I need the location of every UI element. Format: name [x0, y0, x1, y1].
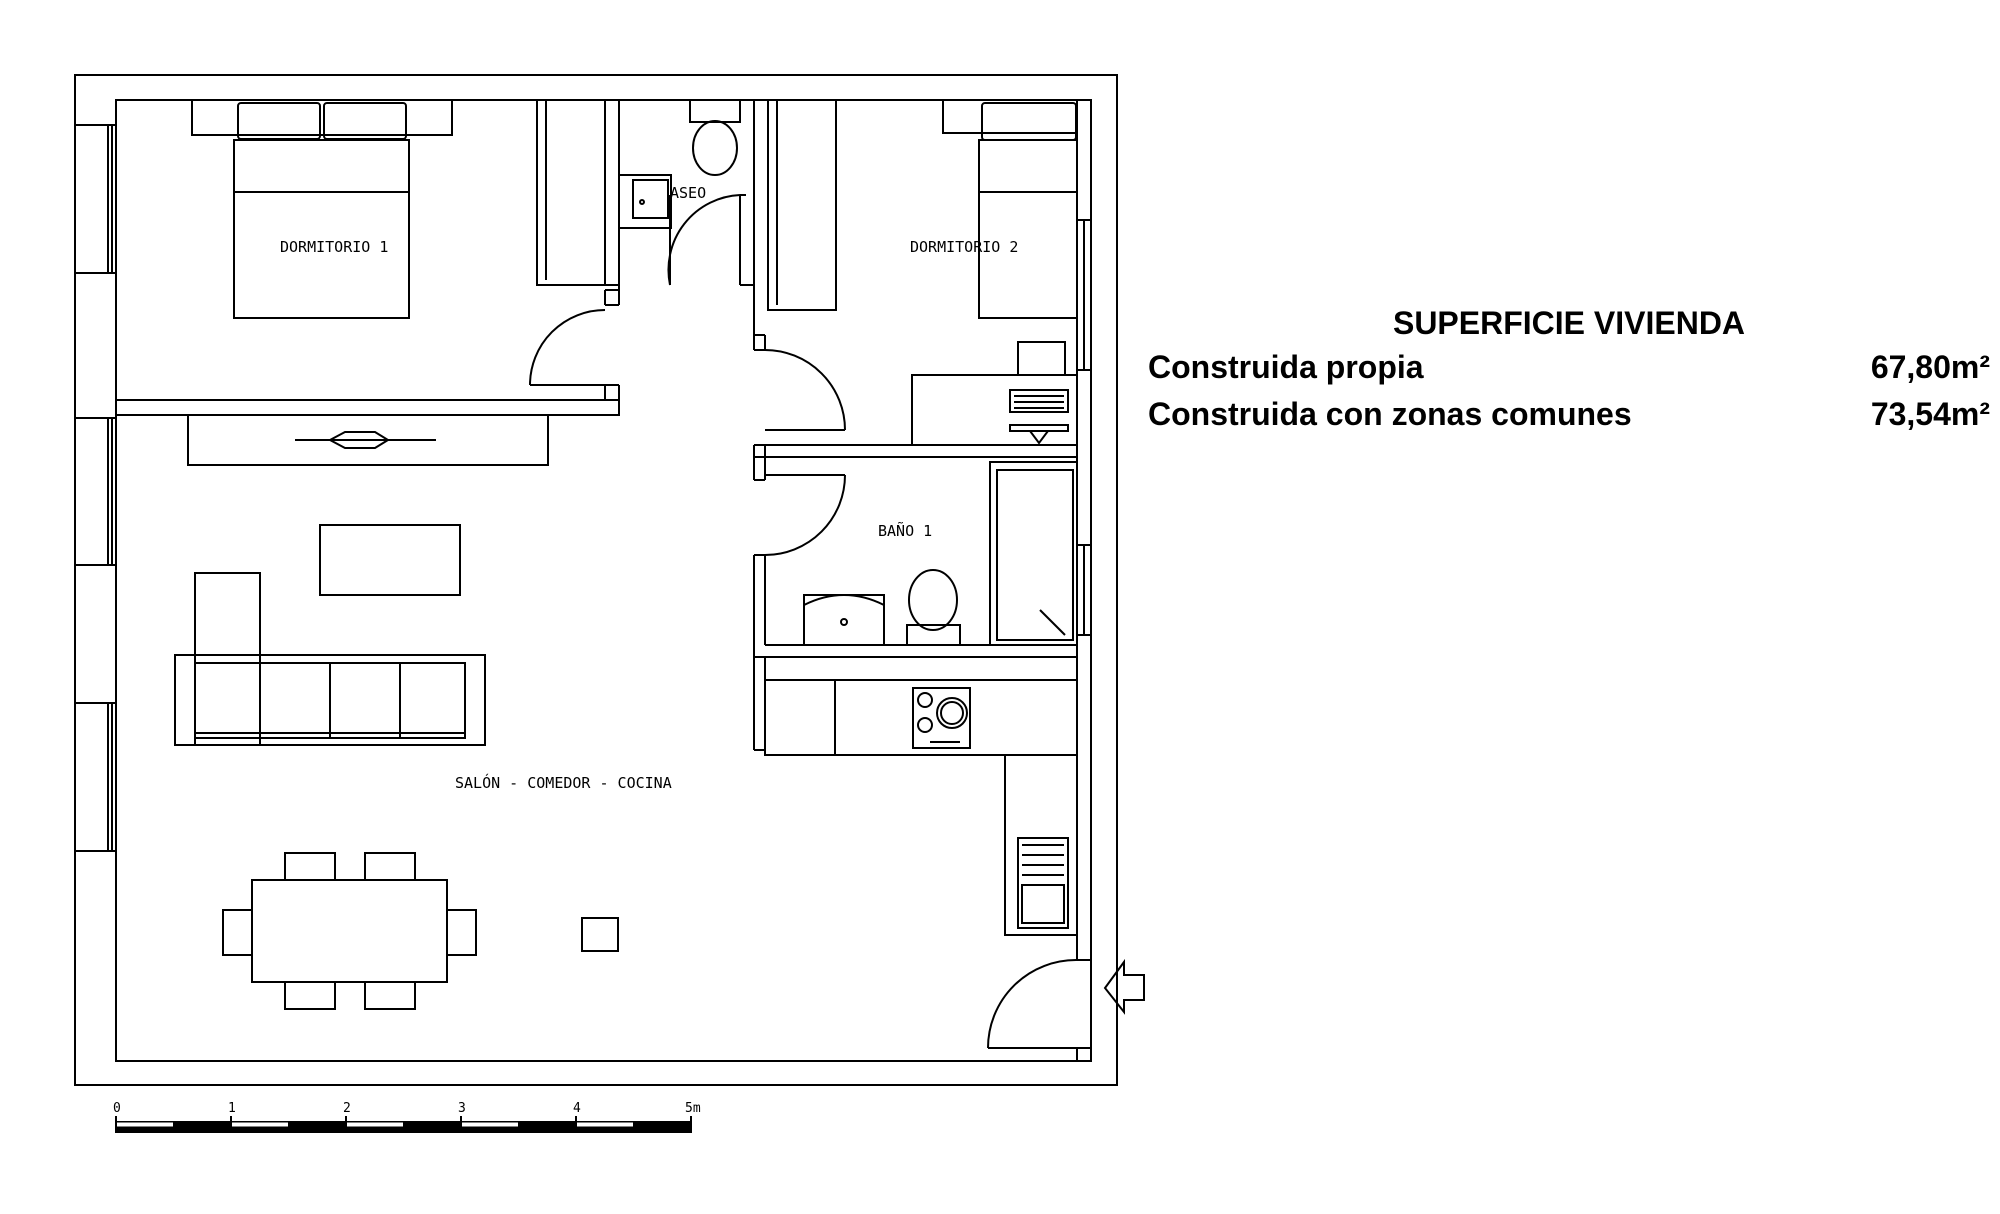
dining-table	[222, 852, 477, 1010]
scale-tick-label: 1	[228, 1101, 236, 1116]
scale-tick-label: 4	[573, 1101, 581, 1116]
tv-unit	[187, 414, 549, 466]
desk-dorm2	[911, 341, 1078, 446]
wardrobe-dorm2	[767, 99, 837, 311]
room-label-aseo: ASEO	[670, 184, 706, 202]
room-label-bano1: BAÑO 1	[878, 521, 932, 540]
scale-segment	[518, 1121, 577, 1128]
scale-segment	[633, 1121, 692, 1128]
scale-tick-label: 3	[458, 1101, 466, 1116]
scale-segment	[575, 1121, 634, 1128]
area-panel: SUPERFICIE VIVIENDA Construida propia 67…	[1148, 302, 1990, 438]
aseo-toilet	[689, 99, 741, 176]
scale-segment	[288, 1121, 347, 1128]
right-windows	[1076, 219, 1092, 636]
double-bed	[191, 99, 453, 319]
left-windows	[74, 124, 117, 852]
room-label-dormitorio1: DORMITORIO 1	[280, 238, 388, 256]
shower-tray	[989, 461, 1078, 646]
scale-tick-label: 2	[343, 1101, 351, 1116]
single-bed	[942, 99, 1078, 319]
sofa	[174, 572, 486, 746]
area-value: 67,80m²	[1870, 349, 1990, 385]
area-row-propia: Construida propia 67,80m²	[1148, 344, 1990, 391]
room-label-salon: SALÓN - COMEDOR - COCINA	[455, 773, 672, 792]
scale-segment	[115, 1121, 174, 1128]
kitchen-counter	[764, 679, 1078, 936]
area-value: 73,54m²	[1870, 396, 1990, 432]
outer-walls	[74, 74, 1118, 1086]
scale-segment	[460, 1121, 519, 1128]
small-table	[581, 917, 619, 952]
coffee-table	[319, 524, 461, 596]
bath-toilet	[906, 569, 961, 646]
room-label-dormitorio2: DORMITORIO 2	[910, 238, 1018, 256]
bath-sink	[803, 594, 885, 646]
aseo-sink	[618, 174, 672, 229]
area-label: Construida con zonas comunes	[1148, 396, 1632, 432]
scale-tick-label: 5m	[685, 1101, 701, 1116]
scale-segment	[230, 1121, 289, 1128]
wardrobe-dorm1	[536, 99, 606, 286]
scale-tick-label: 0	[113, 1101, 121, 1116]
scale-segment	[173, 1121, 232, 1128]
scale-segment	[403, 1121, 462, 1128]
doors	[529, 194, 1078, 1049]
scale-segment	[345, 1121, 404, 1128]
area-row-comunes: Construida con zonas comunes 73,54m²	[1148, 391, 1990, 438]
scale-bar: 0 1 2 3 4 5m	[113, 1101, 701, 1133]
area-title: SUPERFICIE VIVIENDA	[1392, 305, 1746, 341]
entrance-arrow-icon	[1103, 958, 1145, 1015]
area-label: Construida propia	[1148, 349, 1424, 385]
